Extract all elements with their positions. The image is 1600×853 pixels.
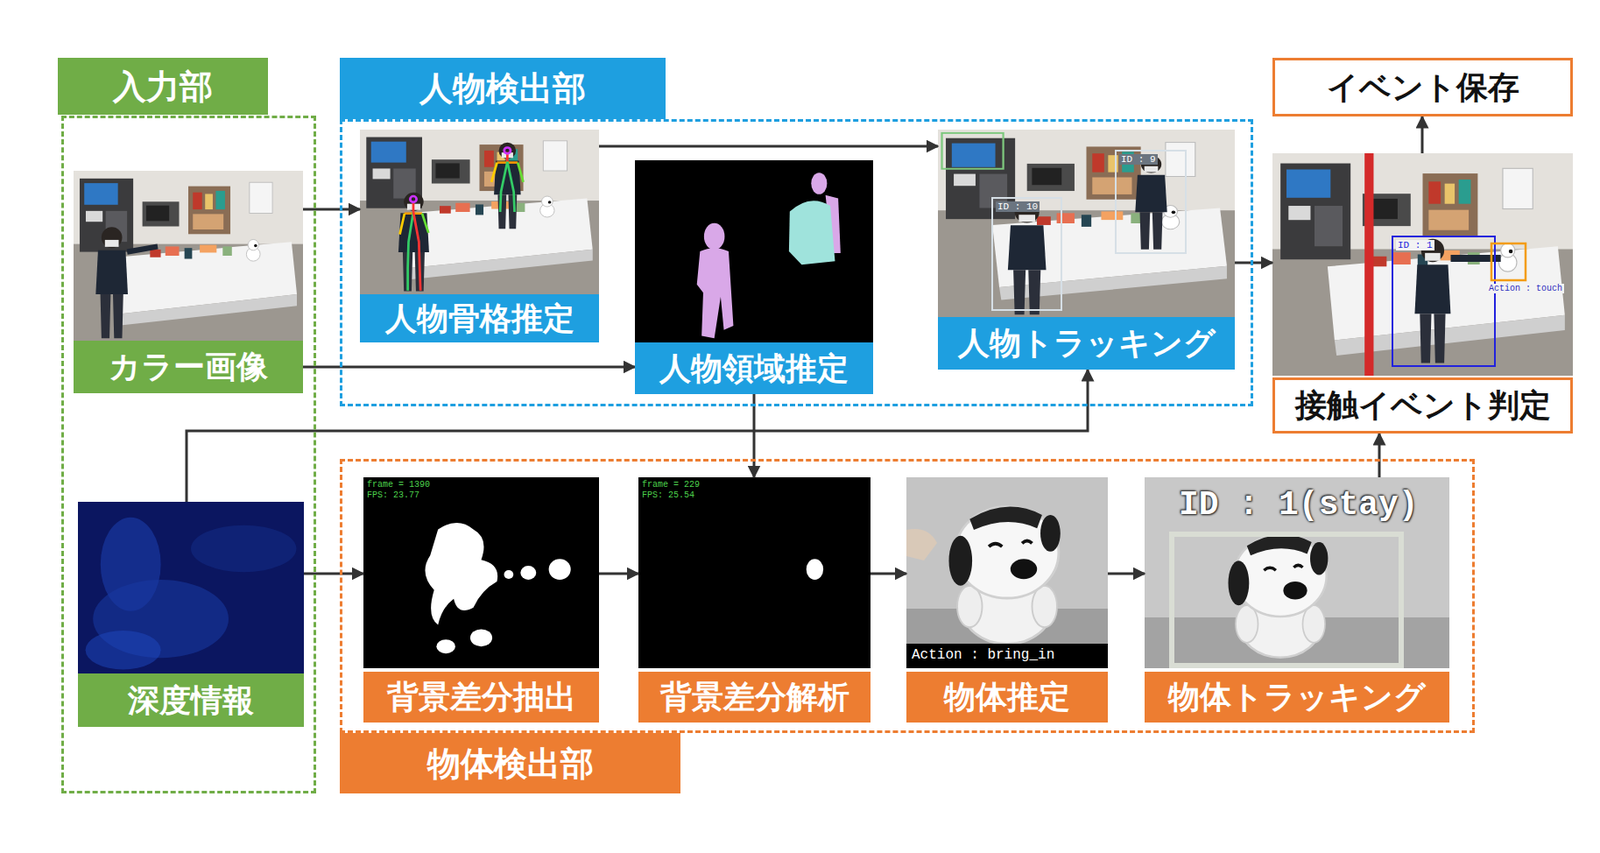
flow-arrow [303, 572, 364, 576]
step-label: 人物骨格推定 [385, 303, 575, 335]
image-step: 接触イベント判定 [1272, 153, 1573, 434]
label-band: 人物骨格推定 [359, 294, 600, 343]
flow-arrow [1234, 261, 1273, 265]
image-caption: Action : bring_in [909, 648, 1057, 664]
step-label: 物体推定 [944, 681, 1071, 713]
flow-arrow [303, 366, 635, 369]
flow-arrow [599, 572, 639, 576]
group-heading: 入力部 [57, 57, 268, 115]
image-step: 深度情報 [77, 501, 304, 727]
step-label: 人物検出部 [419, 71, 586, 106]
flow-arrow [1378, 433, 1382, 478]
image-step: カラー画像 [73, 170, 304, 394]
image-caption: ID : 1 [1395, 239, 1435, 251]
image-step: 物体推定 [906, 477, 1108, 723]
step-label: イベント保存 [1326, 71, 1520, 104]
group-region: 人物検出部人物骨格推定人物領域推定人物トラッキング [339, 119, 1254, 407]
step-label: カラー画像 [108, 351, 268, 383]
label-band: 背景差分抽出 [363, 671, 600, 723]
image-step: 人物骨格推定 [359, 129, 600, 343]
step-label: 人物領域推定 [659, 352, 849, 385]
label-band: 深度情報 [77, 673, 304, 727]
label-band: 物体推定 [906, 671, 1108, 723]
image-caption: frame = 229 [641, 479, 700, 490]
label-band: イベント保存 [1275, 60, 1571, 114]
group-region: 入力部カラー画像深度情報 [61, 115, 317, 794]
label-band: 人物領域推定 [634, 342, 874, 395]
step-label: 背景差分解析 [660, 681, 850, 713]
image-caption: ID : 1(stay) [1178, 486, 1419, 524]
flow-arrow [753, 394, 756, 478]
image-step: 背景差分抽出 [363, 477, 600, 723]
image-step: 人物トラッキング [937, 129, 1235, 370]
group-heading: 物体検出部 [339, 733, 681, 794]
group-heading: 人物検出部 [339, 57, 666, 120]
image-caption: FPS: 25.54 [641, 490, 695, 501]
process-box: イベント保存 [1272, 57, 1573, 117]
label-band: 物体トラッキング [1144, 671, 1450, 723]
flow-arrow [1107, 572, 1145, 576]
image-caption: ID : 10 [995, 201, 1040, 212]
step-label: 物体トラッキング [1168, 681, 1426, 713]
flow-arrow [1421, 116, 1424, 154]
image-caption: FPS: 23.77 [366, 490, 420, 501]
step-label: 人物トラッキング [958, 327, 1216, 360]
step-label: 深度情報 [127, 684, 254, 717]
label-band: 接触イベント判定 [1272, 377, 1573, 434]
image-caption: Action : touch [1487, 283, 1565, 294]
label-band: カラー画像 [73, 340, 304, 394]
image-caption: frame = 1390 [366, 479, 430, 490]
image-step: 人物領域推定 [634, 160, 874, 395]
step-label: 接触イベント判定 [1295, 389, 1551, 422]
image-step: 物体トラッキング [1144, 477, 1450, 723]
flow-arrow [599, 145, 938, 149]
step-label: 入力部 [112, 70, 213, 104]
step-label: 物体検出部 [427, 747, 594, 781]
group-region: 物体検出部背景差分抽出背景差分解析物体推定物体トラッキング [339, 458, 1475, 734]
flow-arrow [870, 572, 907, 576]
image-caption: ID : 9 [1119, 154, 1158, 165]
label-band: 人物トラッキング [937, 317, 1235, 370]
image-step: 背景差分解析 [638, 477, 871, 723]
step-label: 背景差分抽出 [387, 681, 577, 713]
label-band: 背景差分解析 [638, 671, 871, 723]
flow-arrow [303, 208, 360, 212]
